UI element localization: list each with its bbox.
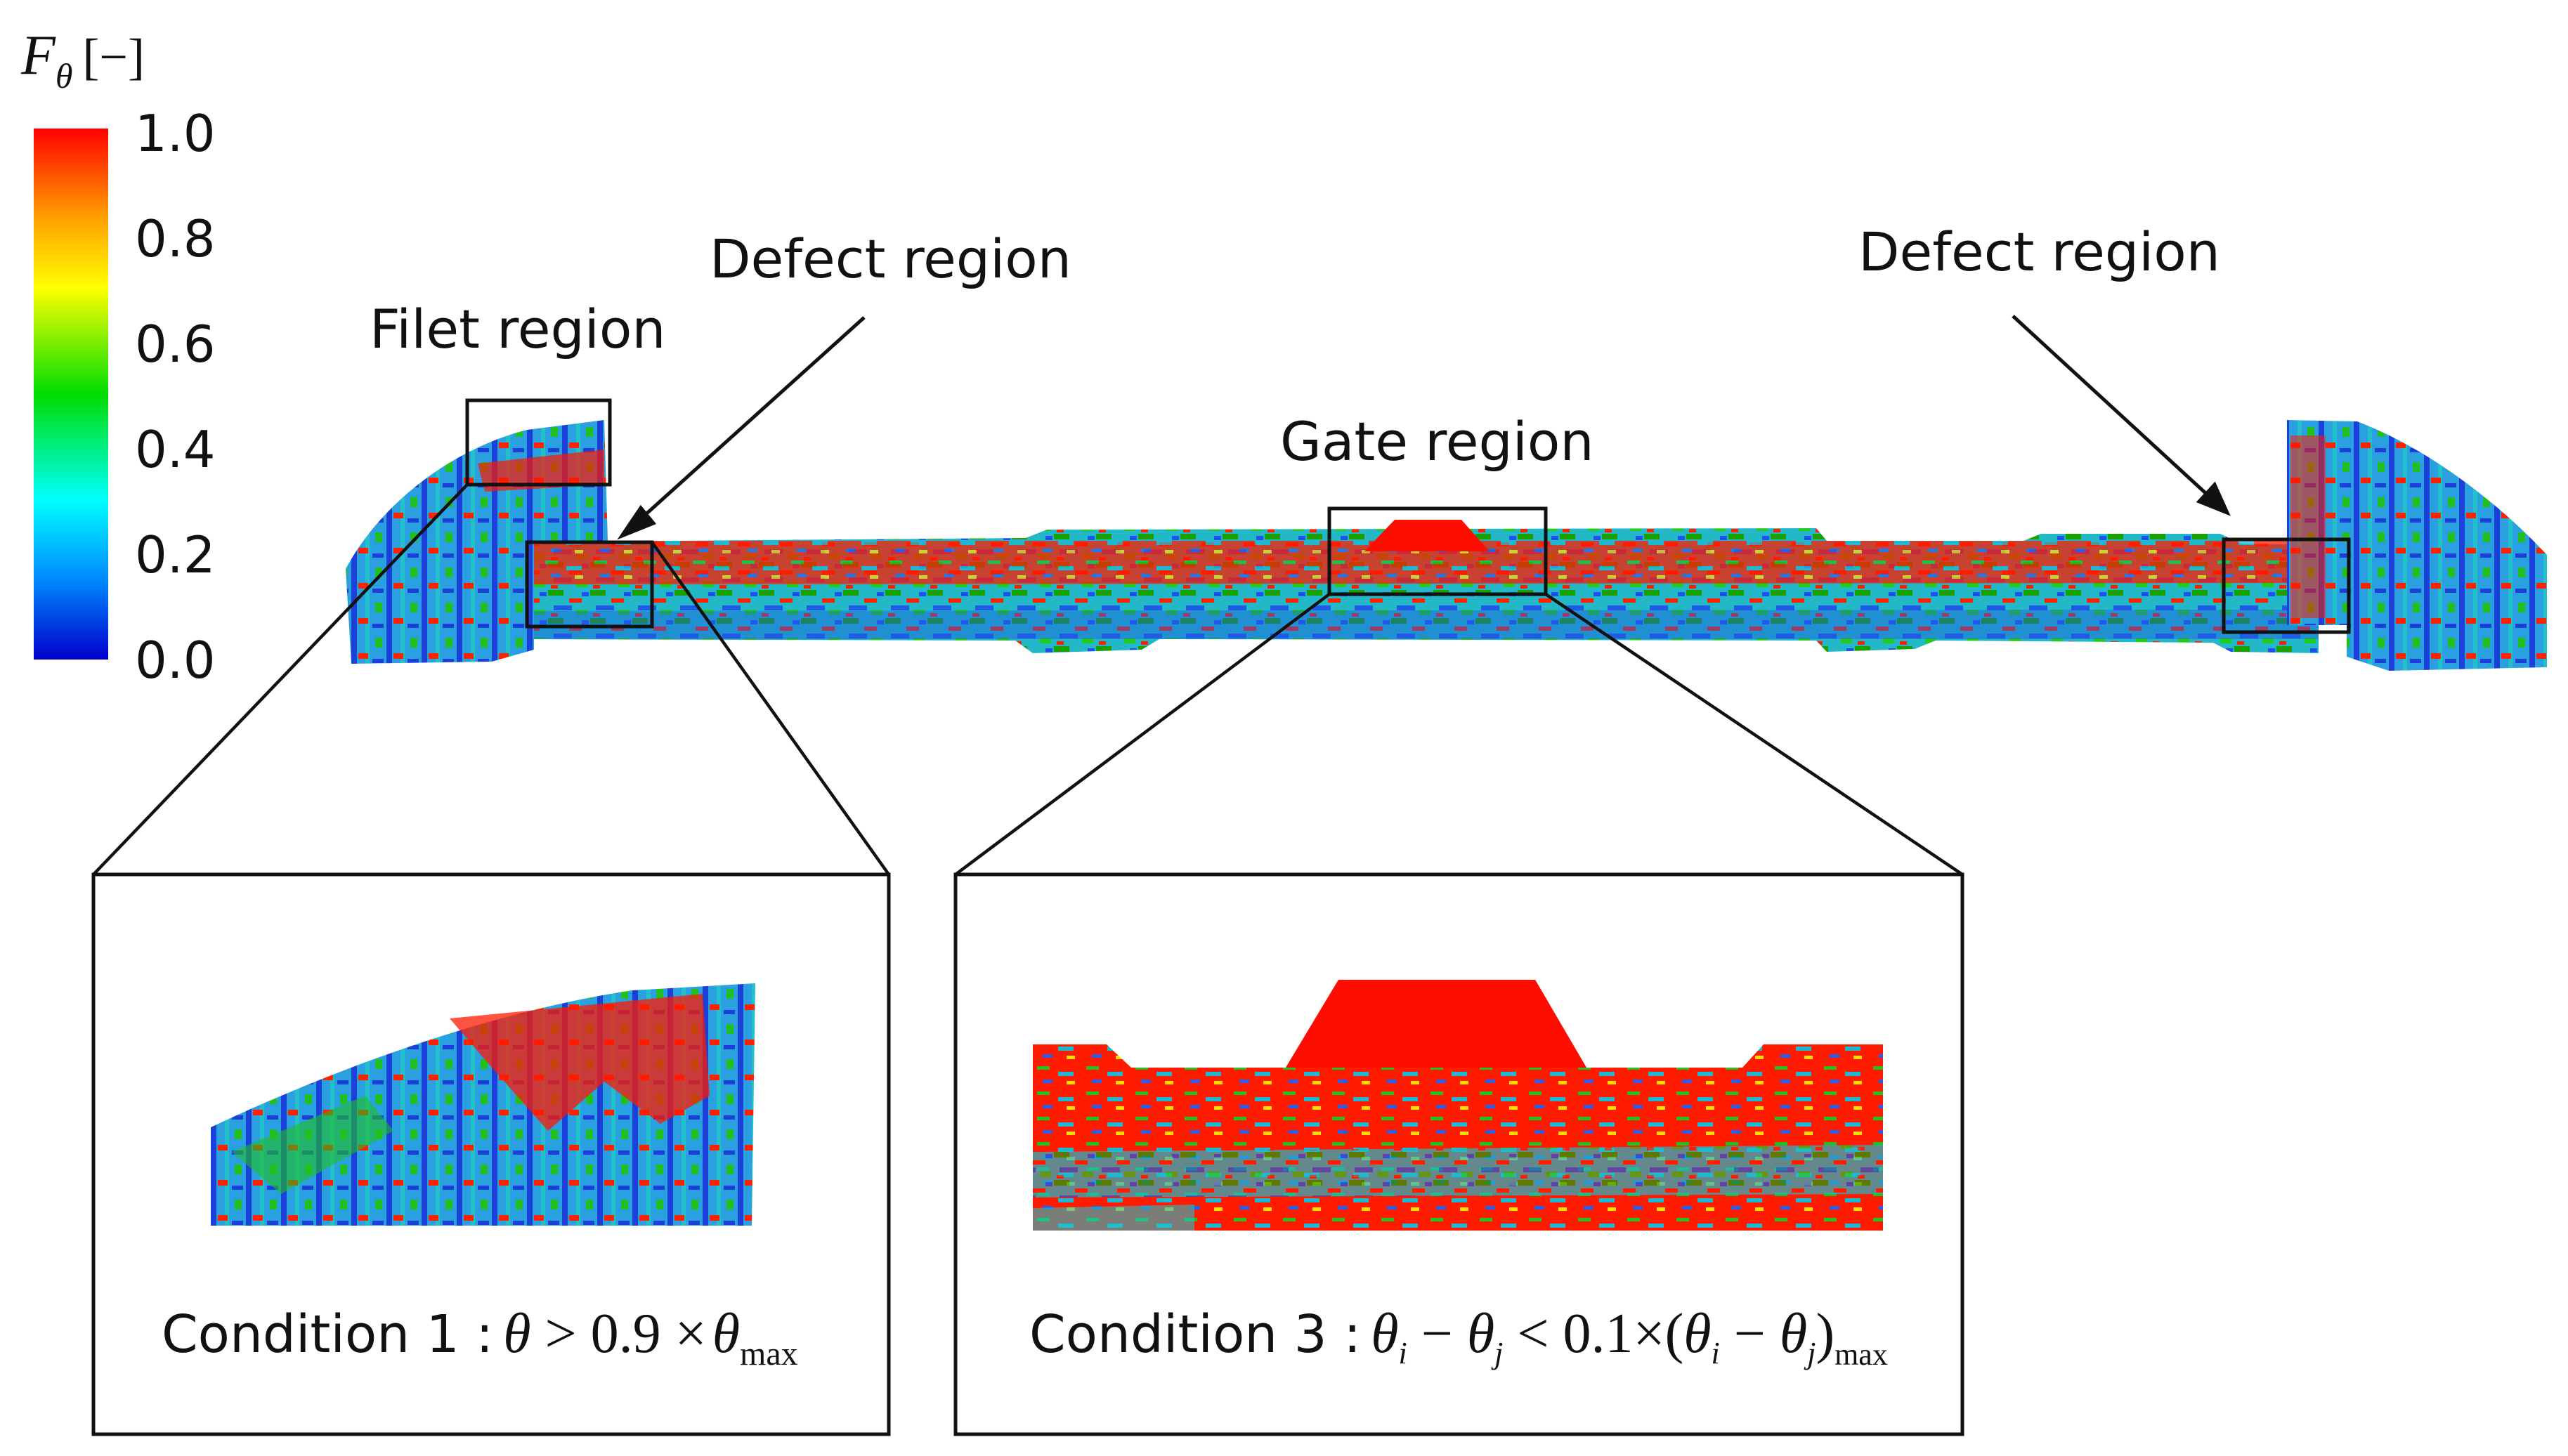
- condition-1-text: Condition 1 :θ > 0.9 ×θmax: [162, 1303, 798, 1372]
- filet-region-label: Filet region: [370, 298, 666, 360]
- gate-bump: [1364, 520, 1490, 551]
- left-defect-region-box: [525, 540, 654, 629]
- right-defect-region-box: [2222, 537, 2351, 634]
- region-boxes: [465, 398, 2351, 634]
- colorbar-tick-0: 1.0: [135, 104, 216, 163]
- colorbar: Fθ[−] 1.0 0.8 0.6 0.4 0.2 0.0: [20, 25, 216, 690]
- right-defect-region-label: Defect region: [1858, 221, 2220, 283]
- colorbar-tick-1: 0.8: [135, 209, 216, 268]
- colorbar-tick-4: 0.2: [135, 525, 216, 584]
- left-filet-red: [478, 450, 604, 492]
- inset-panel-gate: Condition 3 :θi − θj < 0.1×(θi − θj)max: [953, 872, 1964, 1436]
- zoom-lines: [92, 483, 1964, 876]
- beam-top-band: [506, 541, 2319, 584]
- inset-panel-filet: Condition 1 :θ > 0.9 ×θmax: [91, 872, 891, 1436]
- right-end-red: [2290, 435, 2326, 618]
- callout-arrows: [617, 315, 2231, 540]
- colorbar-tick-labels: 1.0 0.8 0.6 0.4 0.2 0.0: [135, 104, 216, 690]
- left-defect-region-label: Defect region: [710, 228, 1071, 290]
- left-defect-arrow: [634, 316, 866, 525]
- gate-region-label: Gate region: [1280, 410, 1594, 473]
- colorbar-gradient: [34, 129, 108, 660]
- cast-part-model: [346, 420, 2547, 671]
- colorbar-tick-3: 0.4: [135, 420, 216, 479]
- right-end-block: [2287, 420, 2547, 671]
- right-defect-arrow: [2012, 315, 2215, 501]
- filet-region-box: [465, 398, 612, 487]
- colorbar-tick-5: 0.0: [135, 631, 216, 690]
- colorbar-tick-2: 0.6: [135, 315, 216, 374]
- gate-region-box: [1327, 506, 1548, 596]
- beam-bottom-band: [506, 610, 2319, 639]
- right-defect-arrowhead: [2196, 481, 2231, 516]
- condition-3-text: Condition 3 :θi − θj < 0.1×(θi − θj)max: [1029, 1303, 1888, 1372]
- colorbar-title: Fθ[−]: [20, 25, 145, 96]
- left-defect-arrowhead: [617, 504, 657, 540]
